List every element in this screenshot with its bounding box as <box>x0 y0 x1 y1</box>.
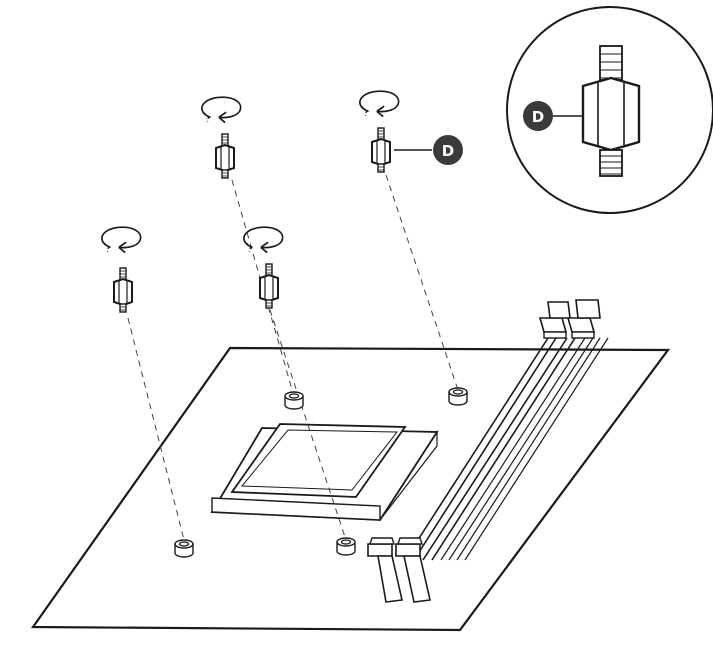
dimm-latch-top-left <box>538 301 571 339</box>
hex-standoff-icon <box>214 132 236 180</box>
standoff-label: D <box>442 142 454 160</box>
cpu-socket <box>210 423 439 521</box>
hex-standoff-icon <box>258 262 280 310</box>
clockwise-rotate-arrow-icon <box>101 226 142 254</box>
callout-badge <box>433 135 463 165</box>
hex-standoff-icon <box>112 266 134 314</box>
standoff-hole-icon <box>284 391 304 410</box>
zoom-detail: D <box>506 6 713 214</box>
dimm-slots <box>367 299 609 603</box>
socket-base-edge <box>211 497 381 521</box>
clockwise-rotate-arrow-icon <box>243 226 284 254</box>
cpu-chip <box>230 423 407 498</box>
standoff-hole-icon <box>336 537 356 556</box>
zoom-callout-badge <box>523 101 553 131</box>
dimm-latch-bottom-right <box>395 537 431 603</box>
guide-line-3 <box>269 309 347 541</box>
standoff-hole-icon <box>174 539 194 558</box>
standoff-callout: D <box>394 135 463 165</box>
clockwise-rotate-arrow-icon <box>359 90 400 118</box>
clockwise-rotate-arrow-icon <box>201 96 242 124</box>
zoom-standoff-icon <box>581 45 641 177</box>
hex-standoff-icon <box>370 126 392 174</box>
guide-line-4 <box>385 174 459 391</box>
dimm-latch-top-right <box>566 299 601 339</box>
standoff-hole-icon <box>448 387 468 406</box>
dimm-latch-bottom-left <box>367 537 403 603</box>
guide-line-1 <box>127 317 185 541</box>
zoom-label: D <box>532 108 544 126</box>
